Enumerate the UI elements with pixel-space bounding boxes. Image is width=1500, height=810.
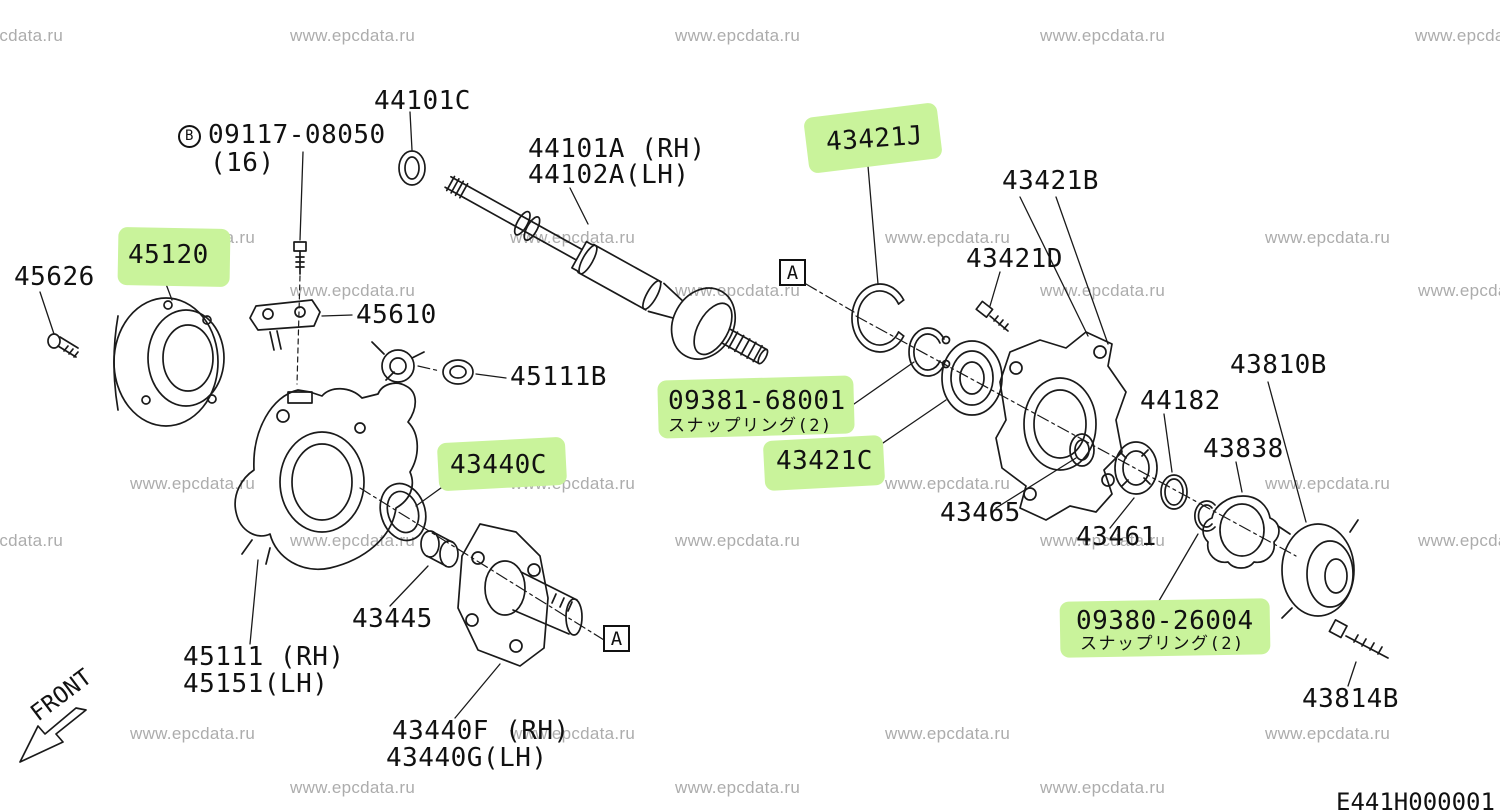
part-label-43440F-rh: 43440F (RH) (392, 716, 570, 746)
part-43421B-housing-drawing (995, 331, 1127, 521)
part-label-45111-rh: 45111 (RH) (183, 642, 345, 672)
watermark-text: www.epcdata.ru (675, 778, 801, 797)
bolt-axis-dashed (296, 275, 301, 385)
part-43421C-drawing (941, 340, 1003, 416)
watermark-text: www.epcdata.ru (1418, 531, 1500, 550)
watermark-text: www.epcdata.ru (290, 778, 416, 797)
part-09380-drawing (1193, 500, 1216, 532)
watermark-text: www.epcdata.ru (885, 474, 1011, 493)
part-label-43461: 43461 (1076, 522, 1157, 552)
part-43461-drawing (1114, 441, 1158, 495)
part-label-09380: 09380-26004 (1076, 606, 1254, 636)
part-43465-drawing (1069, 433, 1095, 467)
watermark-text: www.epcdata.ru (1418, 281, 1500, 300)
part-44101C-drawing (398, 150, 426, 186)
part-43440F-drawing (457, 523, 583, 667)
part-label-45120: 45120 (128, 240, 209, 270)
part-45111B-drawing (442, 359, 474, 385)
part-label-43838: 43838 (1203, 434, 1284, 464)
watermark-text: www.epcdata.ru (1265, 228, 1391, 247)
watermark-text: www.epcdata.ru (510, 724, 636, 743)
watermark-text: www.epcdata.ru (130, 724, 256, 743)
watermark-text: www.epcdata.ru (0, 26, 64, 45)
callout-a-box-1: A (779, 259, 806, 286)
part-45626-drawing (47, 333, 79, 358)
part-43421D-drawing (975, 300, 1009, 332)
diagram-code: E441H000001 (1336, 788, 1495, 810)
part-label-43421J: 43421J (825, 120, 924, 158)
part-44182-drawing (1160, 474, 1188, 510)
watermark-text: www.epcdata.ru (675, 26, 801, 45)
part-label-45610: 45610 (356, 300, 437, 330)
part-number-09117: 09117-08050 (208, 120, 386, 150)
watermark-text: www.epcdata.ru (510, 228, 636, 247)
watermark-text: www.epcdata.ru (1040, 281, 1166, 300)
part-09117-drawing (293, 241, 307, 275)
part-label-43814B: 43814B (1302, 684, 1399, 714)
part-label-45111B: 45111B (510, 362, 607, 392)
part-label-43465: 43465 (940, 498, 1021, 528)
watermark-text: www.epcdata.ru (885, 724, 1011, 743)
part-label-09117-qty: (16) (210, 148, 275, 178)
part-label-09381-note: スナップリング(2) (668, 416, 833, 436)
part-label-44102A-lh: 44102A(LH) (528, 160, 690, 190)
watermark-text: www.epcdata.ru (1040, 26, 1166, 45)
part-43810B-drawing (1277, 519, 1359, 619)
part-43814B-drawing (1328, 619, 1389, 659)
part-label-09380-note: スナップリング(2) (1080, 634, 1245, 654)
part-label-43440C: 43440C (450, 450, 547, 480)
watermark-text: www.epcdata.ru (675, 281, 801, 300)
watermark-text: www.epcdata.ru (0, 531, 64, 550)
front-arrow-icon (19, 707, 87, 763)
part-43445-drawing (420, 530, 459, 568)
part-label-44101A-rh: 44101A (RH) (528, 134, 706, 164)
part-label-43445: 43445 (352, 604, 433, 634)
part-label-43440G-lh: 43440G(LH) (386, 743, 548, 773)
watermark-text: www.epcdata.ru (1265, 724, 1391, 743)
part-45610-drawing (249, 299, 321, 351)
part-45120-drawing (113, 297, 225, 427)
part-45111-drawing (234, 341, 425, 571)
part-43440C-drawing (379, 482, 427, 542)
part-label-44101C: 44101C (374, 86, 471, 116)
watermark-text: www.epcdata.ru (1040, 531, 1166, 550)
watermark-text: www.epcdata.ru (290, 281, 416, 300)
part-label-45151-lh: 45151(LH) (183, 669, 329, 699)
part-label-09117: B 09117-08050 (178, 120, 386, 150)
callout-a-box-2: A (603, 625, 630, 652)
part-label-09381: 09381-68001 (668, 386, 846, 416)
watermark-text: www.epcdata.ru (1040, 778, 1166, 797)
watermark-text: www.epcdata.ru (130, 474, 256, 493)
part-label-43810B: 43810B (1230, 350, 1327, 380)
watermark-text: www.epcdata.ru (1415, 26, 1500, 45)
part-label-44182: 44182 (1140, 386, 1221, 416)
watermark-text: www.epcdata.ru (885, 228, 1011, 247)
watermark-text: www.epcdata.ru (675, 531, 801, 550)
part-label-45626: 45626 (14, 262, 95, 292)
part-label-43421B: 43421B (1002, 166, 1099, 196)
part-43838-drawing (1202, 495, 1280, 569)
callout-b-icon: B (178, 124, 201, 148)
part-43421J-drawing (851, 283, 905, 353)
part-label-43421C: 43421C (776, 446, 873, 476)
part-label-43421D: 43421D (966, 244, 1063, 274)
watermark-text: www.epcdata.ru (290, 26, 416, 45)
part-44101A-drawing (444, 175, 769, 365)
